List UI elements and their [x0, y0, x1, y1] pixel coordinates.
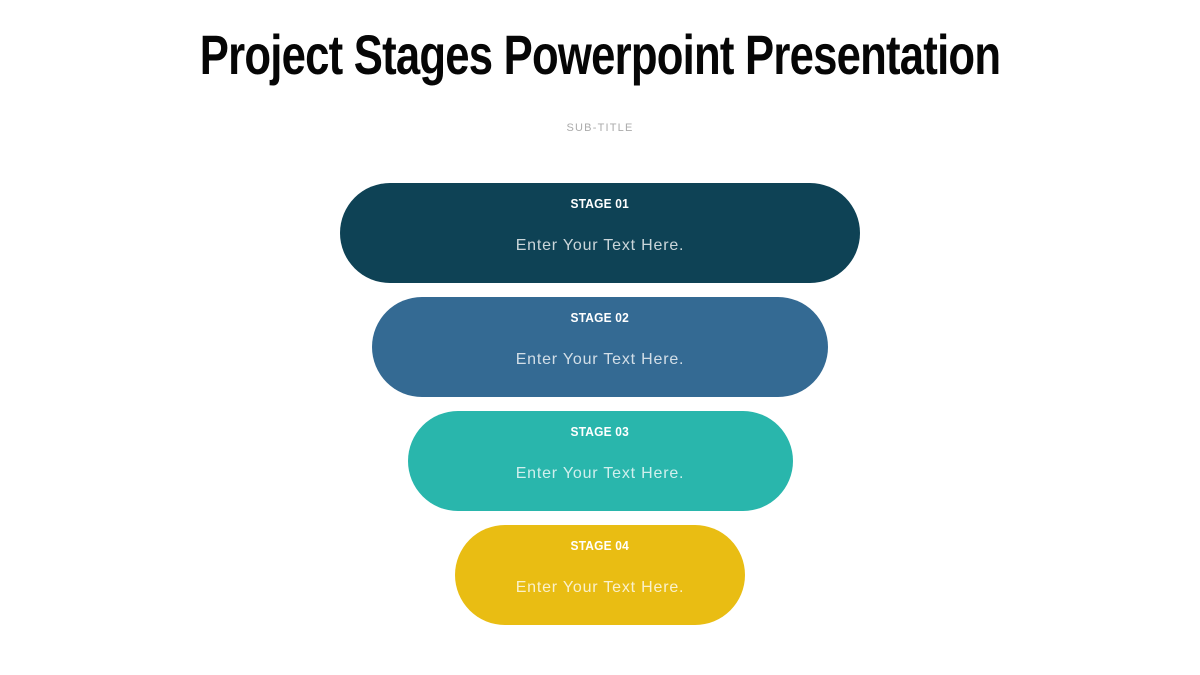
stage-03-text-placeholder[interactable]: Enter Your Text Here.: [515, 465, 685, 482]
stage-04-text-placeholder[interactable]: Enter Your Text Here.: [515, 579, 685, 596]
stage-03-label: STAGE 03: [570, 424, 630, 439]
stage-02-text-placeholder[interactable]: Enter Your Text Here.: [515, 351, 685, 368]
stage-pill-01[interactable]: STAGE 01 Enter Your Text Here.: [340, 183, 860, 283]
stage-02-label: STAGE 02: [570, 310, 630, 325]
slide-subtitle: SUB-TITLE: [566, 122, 634, 134]
stage-funnel: STAGE 01 Enter Your Text Here. STAGE 02 …: [0, 183, 1200, 625]
stage-pill-04[interactable]: STAGE 04 Enter Your Text Here.: [455, 525, 745, 625]
stage-pill-02[interactable]: STAGE 02 Enter Your Text Here.: [372, 297, 828, 397]
stage-04-label: STAGE 04: [570, 538, 630, 553]
stage-pill-03[interactable]: STAGE 03 Enter Your Text Here.: [407, 411, 793, 511]
slide-title: Project Stages Powerpoint Presentation: [199, 23, 1001, 86]
stage-01-label: STAGE 01: [570, 196, 630, 211]
stage-01-text-placeholder[interactable]: Enter Your Text Here.: [515, 237, 685, 254]
